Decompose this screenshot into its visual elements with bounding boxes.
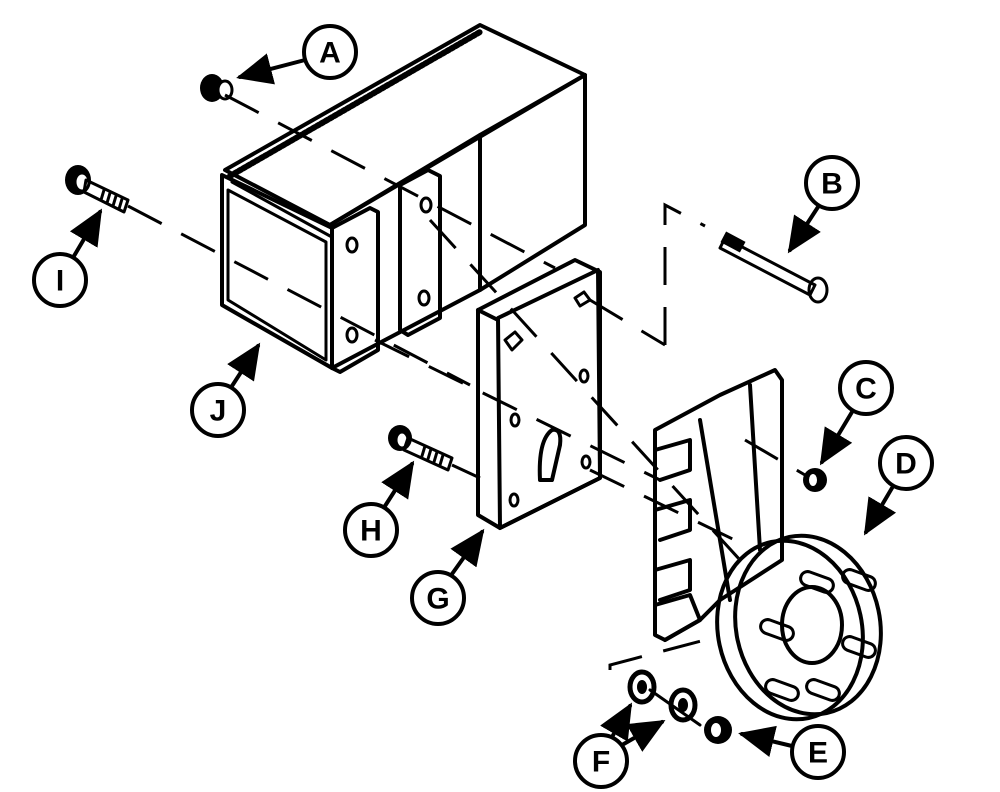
callout-b: B bbox=[787, 155, 860, 254]
bracket bbox=[653, 368, 784, 642]
svg-text:J: J bbox=[210, 395, 227, 428]
assembly-centerlines bbox=[127, 93, 806, 727]
svg-text:B: B bbox=[821, 168, 843, 201]
callout-e: E bbox=[738, 724, 846, 780]
svg-text:E: E bbox=[808, 737, 828, 770]
bolt-h bbox=[388, 425, 454, 472]
bolt-i bbox=[65, 165, 130, 214]
washers-f bbox=[627, 669, 698, 723]
housing-block-j bbox=[220, 23, 587, 374]
callout-c: C bbox=[819, 360, 894, 466]
svg-text:A: A bbox=[319, 37, 341, 70]
callout-a: A bbox=[236, 24, 358, 85]
callout-f: F bbox=[573, 702, 666, 789]
hub-d bbox=[715, 533, 883, 722]
callout-g: G bbox=[410, 528, 485, 626]
svg-text:D: D bbox=[895, 448, 917, 481]
svg-text:H: H bbox=[360, 515, 382, 548]
bolt-b bbox=[718, 231, 829, 304]
svg-text:G: G bbox=[426, 583, 449, 616]
callout-j: J bbox=[190, 342, 261, 438]
hub-studs bbox=[759, 568, 877, 702]
callout-h: H bbox=[343, 460, 415, 558]
callout-d: D bbox=[863, 435, 934, 536]
svg-text:I: I bbox=[56, 265, 64, 298]
adapter-plate-g bbox=[476, 258, 602, 530]
svg-text:F: F bbox=[592, 746, 610, 779]
callout-i: I bbox=[32, 208, 103, 308]
nut-e bbox=[704, 716, 732, 744]
nut-c bbox=[803, 468, 827, 492]
svg-text:C: C bbox=[855, 373, 877, 406]
nut-a bbox=[200, 74, 234, 102]
